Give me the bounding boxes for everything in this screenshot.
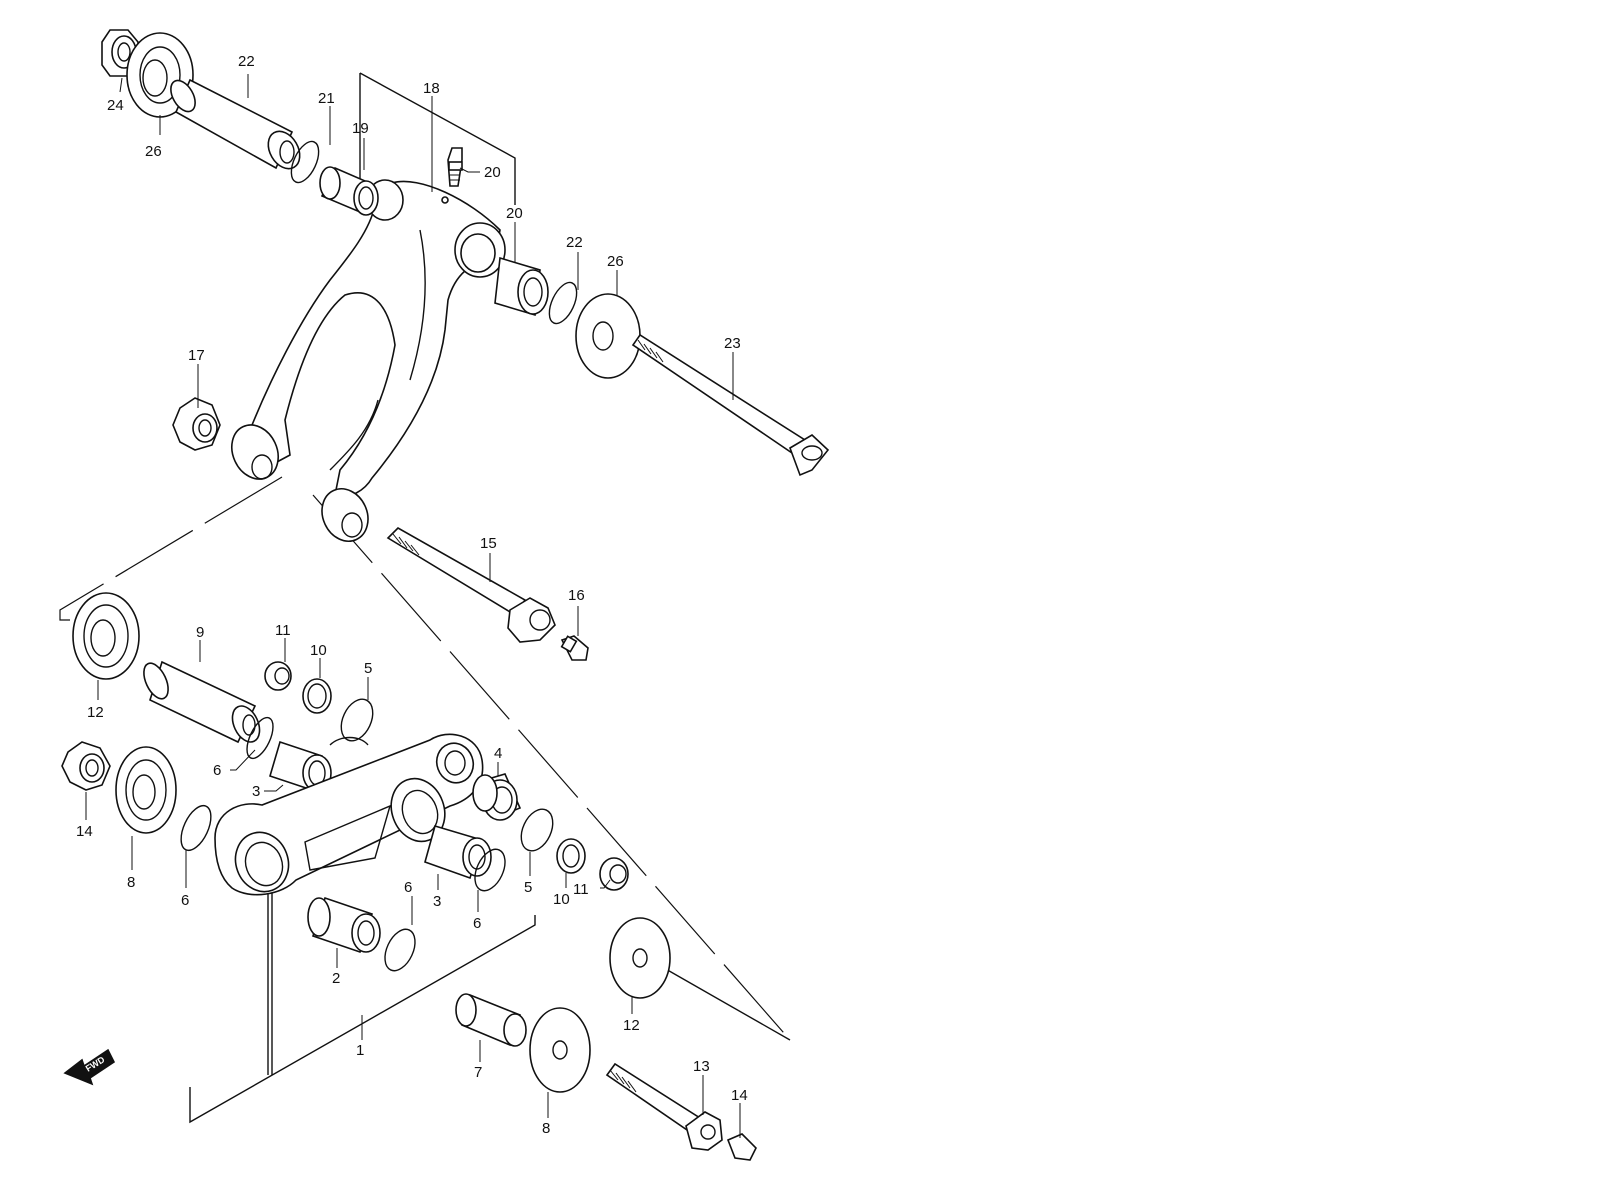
- oring-part-5-lower: [520, 808, 554, 852]
- callout-18: 17: [188, 347, 205, 364]
- callout-13-label: 13: [693, 1058, 710, 1075]
- oring-part-22-right: [548, 281, 578, 325]
- collar-part-4: [472, 773, 522, 821]
- callout-14-text: 14: [731, 1087, 748, 1104]
- callout-20-right: 20: [506, 205, 523, 222]
- leader-lines: [85, 74, 741, 1138]
- oring-part-6-a: [246, 716, 274, 760]
- callout-8-left: 8: [127, 874, 135, 891]
- washer-part-12-right: [609, 917, 671, 999]
- collar-part-11-lower: [599, 857, 629, 891]
- callout-10-lower: 10: [553, 891, 570, 908]
- callout-11-lower: 11: [573, 881, 589, 898]
- nut-part-15: [61, 741, 111, 791]
- forward-arrow-icon: FWD: [63, 1048, 116, 1086]
- grease-nipple-part-14: [726, 1133, 757, 1161]
- callout-3-lower: 3: [433, 893, 441, 910]
- callout-11-upper: 11: [275, 622, 291, 639]
- callout-6-b: 6: [181, 892, 189, 909]
- callout-16: 15: [480, 535, 497, 552]
- bearing-part-20-right: [494, 256, 549, 317]
- callout-22-upper: 21: [318, 90, 335, 107]
- oring-part-6-c: [474, 848, 506, 892]
- callout-22-right: 22: [566, 234, 583, 251]
- callout-25: 24: [107, 97, 124, 114]
- washer-part-12-left: [72, 592, 140, 680]
- callout-6-d: 6: [404, 879, 412, 896]
- callout-12-right: 12: [623, 1017, 640, 1034]
- bolt-part-24: [631, 333, 830, 477]
- callout-20-upper: 19: [352, 120, 369, 137]
- callout-1: 1: [356, 1042, 364, 1059]
- callout-26-upper: 26: [145, 143, 162, 160]
- cushion-lever-arm: [231, 179, 506, 542]
- sleeve-part-23: [170, 78, 301, 170]
- callout-6-a: 6: [213, 762, 221, 779]
- callout-6-c: 6: [473, 915, 481, 932]
- callout-19: 18: [423, 80, 440, 97]
- callout-5-lower: 5: [524, 879, 532, 896]
- oring-part-5-upper: [340, 698, 374, 742]
- callout-17: 16: [568, 587, 585, 604]
- callout-23: 22: [238, 53, 255, 70]
- callout-15: 14: [76, 823, 93, 840]
- sleeve-part-7: [455, 993, 527, 1047]
- grease-nipple-part-21: [447, 147, 463, 187]
- callout-21: 20: [484, 164, 501, 181]
- callout-4: 4: [494, 745, 502, 762]
- callout-labels: 24 26 22 21 19 18 20 20 22 26 23 17 15 1…: [76, 53, 748, 1137]
- callout-3-upper: 3: [252, 783, 260, 800]
- callout-5-upper: 5: [364, 660, 372, 677]
- callout-7: 7: [474, 1064, 482, 1081]
- callout-10-upper: 10: [310, 642, 327, 659]
- collar-part-11-upper: [264, 661, 292, 691]
- bolt-part-13: [605, 1062, 723, 1151]
- callout-26-right: 26: [607, 253, 624, 270]
- bearing-part-20-upper: [319, 166, 379, 216]
- callout-9: 9: [196, 624, 204, 641]
- bearing-part-3-lower: [424, 825, 492, 880]
- nut-part-18: [172, 397, 221, 451]
- callout-24: 23: [724, 335, 741, 352]
- callout-8-lower: 8: [542, 1120, 550, 1137]
- washer-part-26-right: [575, 293, 641, 379]
- cushion-rod-link: [214, 733, 484, 896]
- oring-part-6-d: [384, 928, 416, 972]
- oring-part-22-upper: [290, 140, 320, 184]
- washer-part-8-lower: [529, 1007, 591, 1093]
- callout-12-left: 12: [87, 704, 104, 721]
- bearing-part-2: [307, 896, 381, 954]
- grease-nipple-part-17: [560, 635, 589, 661]
- seal-part-10-upper: [302, 678, 332, 714]
- sleeve-part-9: [143, 660, 261, 744]
- seal-part-10-lower: [556, 838, 586, 874]
- callout-2: 2: [332, 970, 340, 987]
- bolt-part-16: [386, 527, 556, 643]
- oring-part-6-b: [180, 804, 212, 852]
- washer-part-8-left: [115, 746, 177, 834]
